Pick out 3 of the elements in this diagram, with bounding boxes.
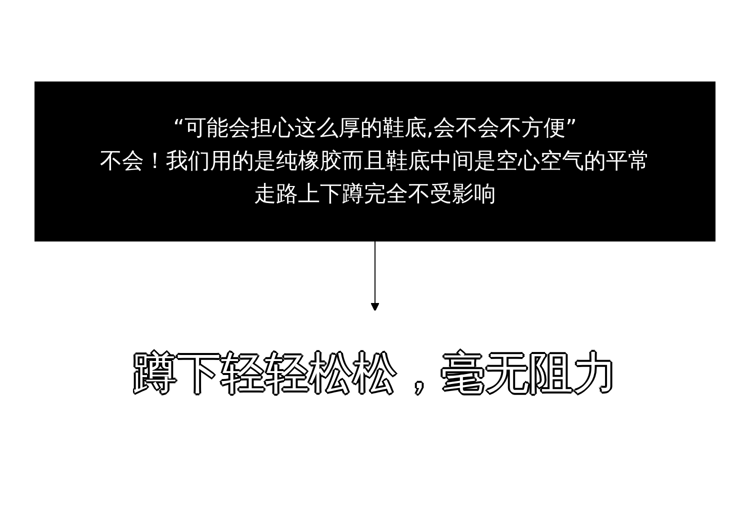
node-box: “可能会担心这么厚的鞋底,会不会不方便” 不会！我们用的是纯橡胶而且鞋底中间是空心空气的平常走路上下蹲完全不受影响 [34,82,716,242]
node-text: 蹲下轻轻松松，毫无阻力 [133,348,617,399]
arrow [370,240,380,312]
